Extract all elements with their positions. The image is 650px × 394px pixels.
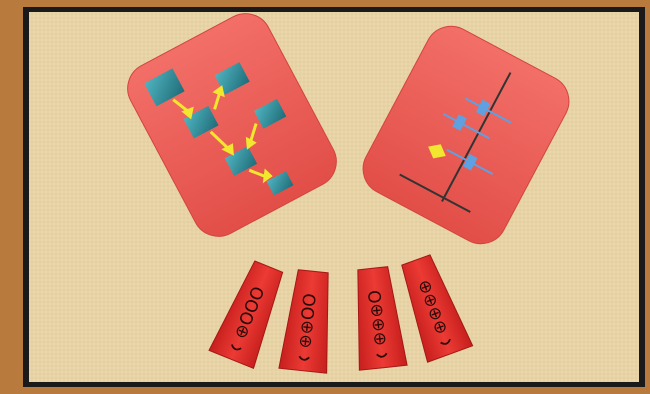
board-surface [29, 12, 639, 382]
